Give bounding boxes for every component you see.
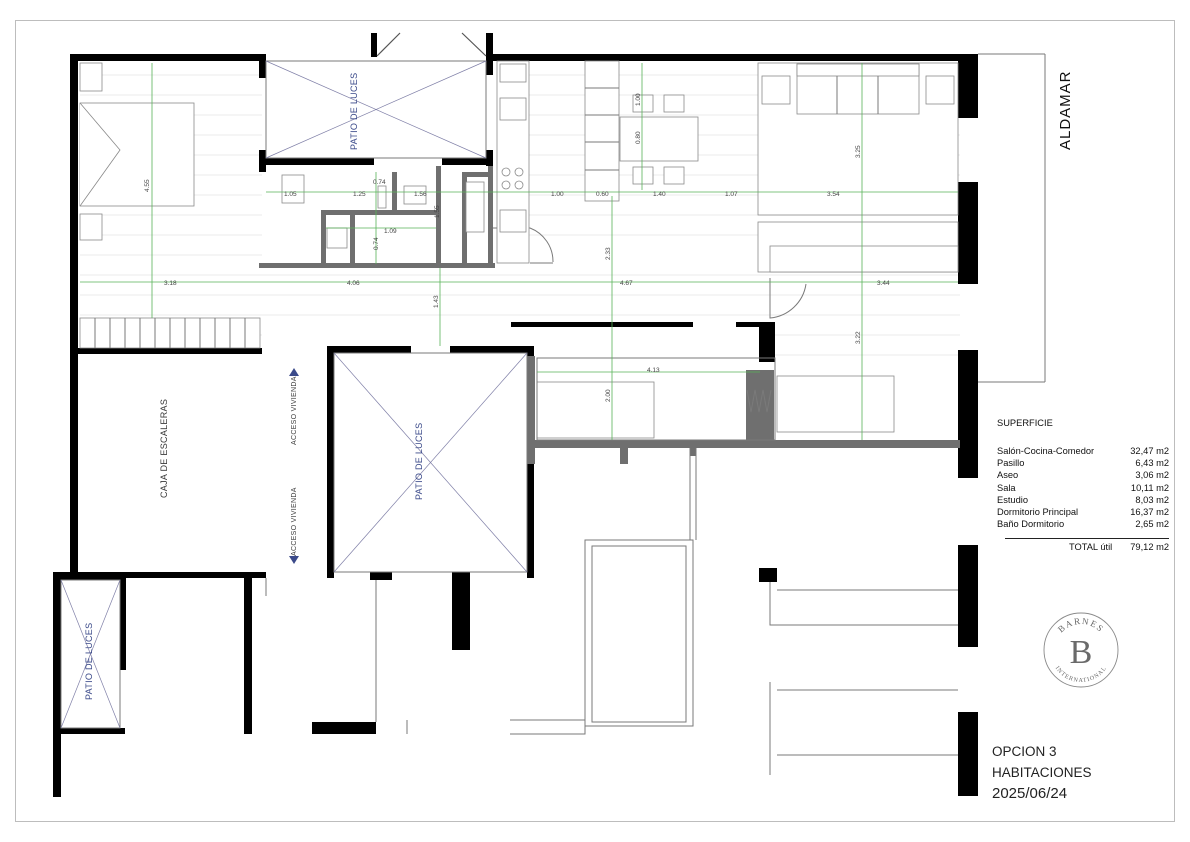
- furniture: [79, 60, 959, 441]
- room-name: Dormitorio Principal: [997, 507, 1079, 518]
- room-name: Pasillo: [997, 458, 1025, 469]
- patio-top-label: PATIO DE LUCES: [349, 73, 359, 150]
- dim-label: 4.06: [347, 280, 360, 287]
- stairs-label: CAJA DE ESCALERAS: [159, 399, 169, 498]
- room-name: Aseo: [997, 470, 1019, 481]
- dim-label: 1.25: [353, 191, 366, 198]
- access-arrow-down: [289, 556, 299, 564]
- room-area: 2,65 m2: [1135, 519, 1169, 530]
- room-area: 32,47 m2: [1130, 446, 1169, 456]
- dim-label: 1.09: [384, 228, 397, 235]
- dim-label: 1.40: [653, 191, 666, 198]
- plan-date: 2025/06/24: [992, 785, 1068, 802]
- dim-label: 3.22: [855, 331, 862, 344]
- room-name: Sala: [997, 482, 1016, 493]
- surface-row: Estudio 8,03 m2: [997, 494, 1169, 506]
- room-area: 10,11 m2: [1130, 482, 1169, 493]
- dim-label: 3.25: [855, 145, 862, 158]
- dim-label: 1.00: [551, 191, 564, 198]
- surface-row: Dormitorio Principal 16,37 m2: [997, 506, 1169, 518]
- interior-partitions: [259, 166, 960, 464]
- dim-label: 1.00: [635, 93, 642, 106]
- dimension-lines: [80, 63, 958, 440]
- surface-divider: [1005, 538, 1169, 540]
- room-name: Salón-Cocina-Comedor: [997, 446, 1095, 456]
- surface-row: Baño Dormitorio 2,65 m2: [997, 518, 1169, 530]
- dim-label: 0.74: [373, 237, 380, 250]
- patio-top: [265, 60, 487, 159]
- surface-row: Salón-Cocina-Comedor 32,47 m2: [997, 445, 1169, 457]
- total-value: 79,12 m2: [1130, 542, 1169, 553]
- patio-small-label: PATIO DE LUCES: [84, 623, 94, 700]
- total-label: TOTAL útil: [1069, 542, 1113, 553]
- surface-row: Aseo 3,06 m2: [997, 469, 1169, 481]
- dimension-labels: 4.55 1.05 1.25 0.74 1.56 1.09 0.74 1.55 …: [144, 93, 890, 402]
- room-area: 6,43 m2: [1135, 458, 1169, 469]
- dim-label: 4.13: [647, 367, 660, 374]
- dim-label: 2.33: [605, 247, 612, 260]
- surface-total: TOTAL útil 79,12 m2: [997, 542, 1169, 552]
- surface-row: Sala 10,11 m2: [997, 482, 1169, 494]
- rooms-label: HABITACIONES: [992, 765, 1092, 780]
- access-arrow-up: [289, 368, 299, 376]
- svg-text:BARNES: BARNES: [1056, 616, 1106, 635]
- exterior-walls: [53, 33, 978, 797]
- plan-footer: OPCION 3 HABITACIONES 2025/06/24: [992, 741, 1092, 804]
- dim-label: 1.56: [414, 191, 427, 198]
- room-area: 3,06 m2: [1135, 470, 1169, 481]
- dim-label: 1.05: [284, 191, 297, 198]
- lower-outlines: [265, 53, 1046, 775]
- dim-label: 0.74: [373, 179, 386, 186]
- dim-label: 4.55: [144, 179, 151, 192]
- dim-label: 3.18: [164, 280, 177, 287]
- dim-label: 0.80: [635, 131, 642, 144]
- patio-center-label: PATIO DE LUCES: [414, 423, 424, 500]
- sheet-border: [15, 20, 1175, 822]
- dim-label: 3.54: [827, 191, 840, 198]
- room-area: 16,37 m2: [1130, 507, 1169, 518]
- surface-row: Pasillo 6,43 m2: [997, 457, 1169, 469]
- access-label: ACCESO VIVIENDA: [291, 487, 298, 556]
- dim-label: 1.43: [433, 295, 440, 308]
- surface-table: SUPERFICIE Salón-Cocina-Comedor 32,47 m2…: [997, 418, 1169, 552]
- patio-small: [60, 579, 121, 729]
- access-label: ACCESO VIVIENDA: [291, 376, 298, 445]
- dim-label: 0.60: [596, 191, 609, 198]
- surface-heading: SUPERFICIE: [997, 418, 1053, 428]
- room-name: Estudio: [997, 494, 1029, 505]
- floor-texture: [80, 74, 960, 356]
- dim-label: 1.55: [434, 205, 441, 218]
- dim-label: 4.67: [620, 280, 633, 287]
- dim-label: 2.00: [605, 389, 612, 402]
- logo-letter: B: [1070, 634, 1093, 671]
- room-area: 8,03 m2: [1135, 494, 1169, 505]
- option-label: OPCION 3: [992, 744, 1057, 759]
- room-name: Baño Dormitorio: [997, 519, 1065, 530]
- street-label: ALDAMAR: [1057, 70, 1074, 150]
- dim-label: 1.07: [725, 191, 738, 198]
- logo-top-text: BARNES: [1056, 616, 1105, 635]
- door-swings: [376, 32, 807, 319]
- barnes-logo: BARNES B INTERNATIONAL: [1043, 612, 1119, 688]
- patio-center: [333, 352, 528, 573]
- dim-label: 3.44: [877, 280, 890, 287]
